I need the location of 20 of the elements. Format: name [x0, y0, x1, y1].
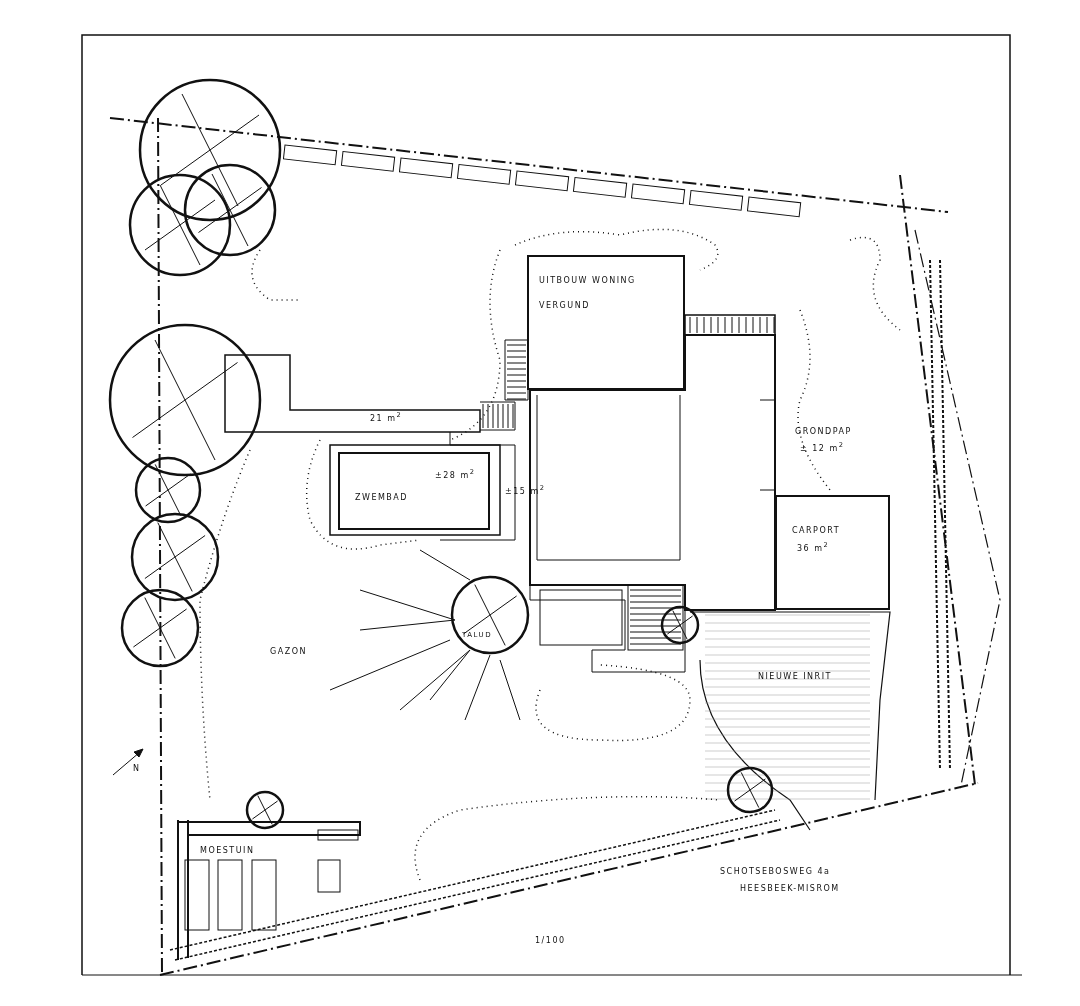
plan-label: HEESBEEK-MISROM	[740, 885, 840, 893]
carport-outline	[775, 495, 890, 610]
area-label: UITBOUW WONING	[539, 277, 636, 285]
plan-label: SCHOTSEBOSWEG 4a	[720, 868, 831, 876]
area-label: 36 m$^{2}$	[797, 542, 830, 553]
plan-label: NIEUWE INRIT	[758, 673, 832, 681]
area-label: VERGUND	[539, 302, 590, 310]
north-label: N	[133, 765, 141, 773]
plan-label: MOESTUIN	[200, 847, 255, 855]
area-label: CARPORT	[792, 527, 841, 535]
extension-outline	[527, 255, 685, 390]
area-label: 21 m$^{2}$	[370, 412, 403, 423]
plan-label: GRONDPAP	[795, 428, 852, 436]
pool-outline	[338, 452, 490, 530]
area-label: ZWEMBAD	[355, 494, 408, 502]
plan-label: GAZON	[270, 648, 307, 656]
area-label: ±28 m$^{2}$	[435, 469, 476, 480]
scale-label: 1/100	[535, 937, 566, 945]
plan-label: ± 12 m$^{2}$	[800, 442, 845, 453]
plan-label: ±15 m$^{2}$	[505, 485, 546, 496]
